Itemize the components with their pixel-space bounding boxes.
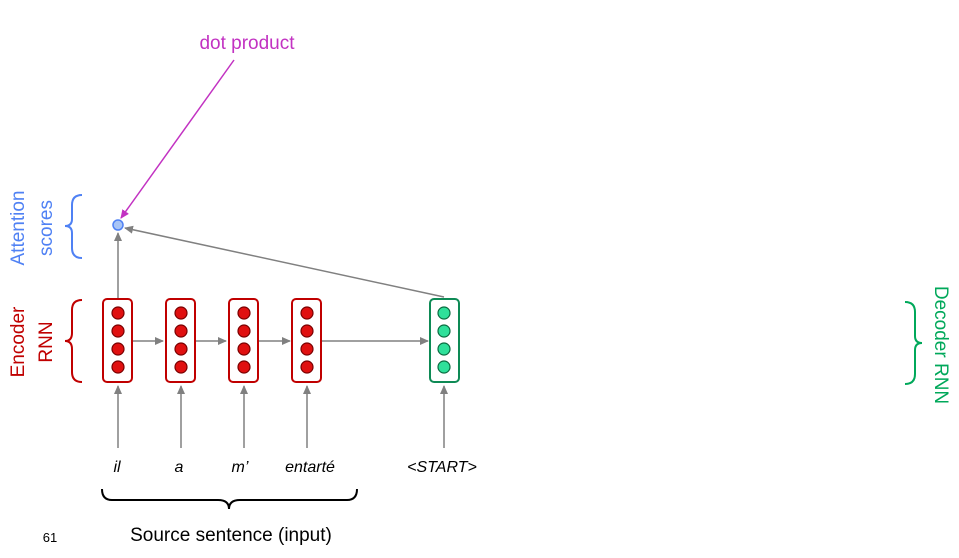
encoder-state-1 <box>102 298 133 383</box>
page-number: 61 <box>43 530 57 545</box>
source-word: m’ <box>232 459 249 476</box>
encoder-label: Encoder <box>8 306 29 377</box>
rnn-label: RNN <box>36 321 57 362</box>
encoder-state-3 <box>228 298 259 383</box>
encoder-rnn-label: Encoder RNN <box>8 306 57 377</box>
dot-product-label: dot product <box>199 33 295 54</box>
decoder-rnn-label: Decoder RNN <box>930 286 951 404</box>
encoder-state-4 <box>291 298 322 383</box>
dot-product-arrow <box>120 59 235 219</box>
scores-label: scores <box>36 200 57 256</box>
source-word: il <box>113 459 121 476</box>
source-word: a <box>175 459 184 476</box>
source-word: entarté <box>285 459 335 476</box>
source-sentence-label: Source sentence (input) <box>130 525 332 546</box>
attention-scores-label: Attention scores <box>8 191 57 266</box>
attention-brace <box>64 194 83 259</box>
decoder-state-1 <box>429 298 460 383</box>
encoder-brace <box>64 299 83 383</box>
attention-label: Attention <box>8 191 29 266</box>
decoder-to-score-arrow <box>124 225 445 298</box>
decoder-brace <box>904 301 923 385</box>
start-token: <START> <box>407 459 477 476</box>
attention-score-node <box>112 219 124 231</box>
source-brace <box>101 488 358 510</box>
encoder-state-2 <box>165 298 196 383</box>
